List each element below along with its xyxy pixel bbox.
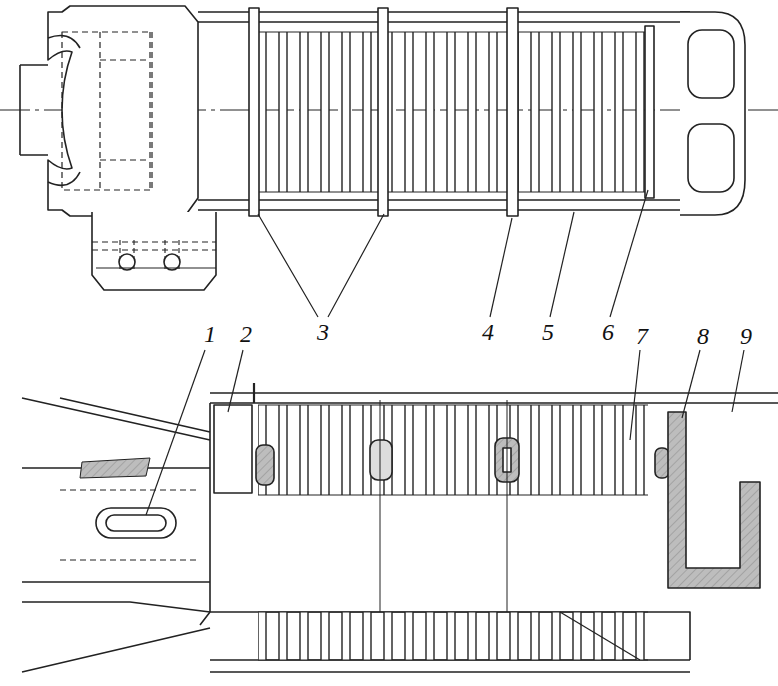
callout-number: 3: [315, 319, 331, 345]
callout-number: 2: [238, 321, 254, 347]
callout-number: 4: [480, 319, 496, 345]
callout-number: 8: [695, 323, 711, 349]
callout-number: 7: [634, 323, 650, 349]
callout-number: 1: [202, 321, 218, 347]
callout-number: 9: [738, 323, 754, 349]
callout-number: 6: [600, 319, 616, 345]
callout-number: 5: [540, 319, 556, 345]
